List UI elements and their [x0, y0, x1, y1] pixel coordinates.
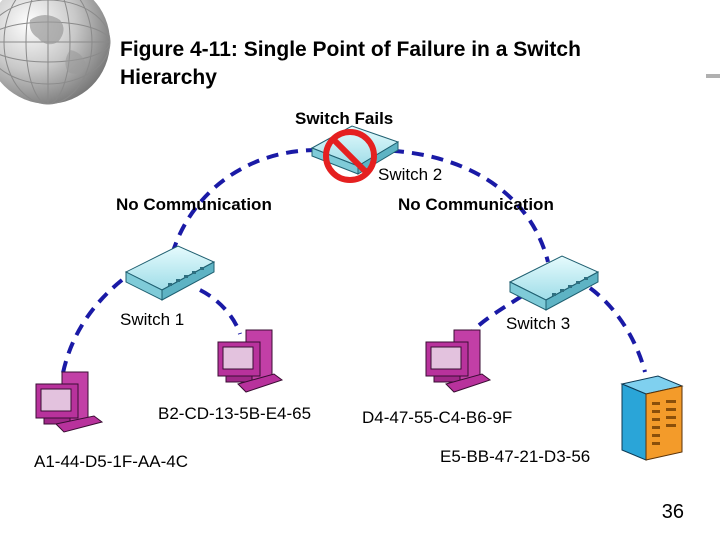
host-a1-pc-icon[interactable] [35, 371, 104, 433]
host-d4-pc-icon[interactable] [425, 329, 492, 393]
page-number: 36 [661, 501, 684, 523]
server-e5-icon[interactable] [620, 375, 684, 461]
host-b2-pc-icon[interactable] [217, 329, 284, 393]
switch-3-device[interactable] [508, 255, 600, 311]
host-d4-mac-label: D4-47-55-C4-B6-9F [362, 408, 513, 427]
switch-2-label: Switch 2 [378, 165, 443, 184]
slide-title: Figure 4-11: Single Point of Failure in … [120, 38, 581, 89]
status-left-label: No Communication [116, 195, 272, 214]
link-switch2-switch1 [168, 148, 319, 263]
status-right-label: No Communication [398, 195, 554, 214]
link-switch1-host-b2 [199, 288, 242, 335]
link-switch1-host-a1 [60, 278, 124, 379]
accent-bar [706, 74, 720, 78]
link-switch3-server-e5 [588, 286, 647, 373]
switch-1-device[interactable] [124, 245, 216, 301]
host-a1-mac-label: A1-44-D5-1F-AA-4C [34, 452, 188, 471]
globe-logo-icon [0, 0, 111, 105]
failure-label: Switch Fails [295, 109, 394, 128]
no-sign-icon [323, 129, 377, 183]
server-e5-mac-label: E5-BB-47-21-D3-56 [440, 447, 591, 466]
host-b2-mac-label: B2-CD-13-5B-E4-65 [158, 404, 312, 423]
switch-1-label: Switch 1 [120, 310, 185, 329]
switch-3-label: Switch 3 [506, 314, 571, 333]
